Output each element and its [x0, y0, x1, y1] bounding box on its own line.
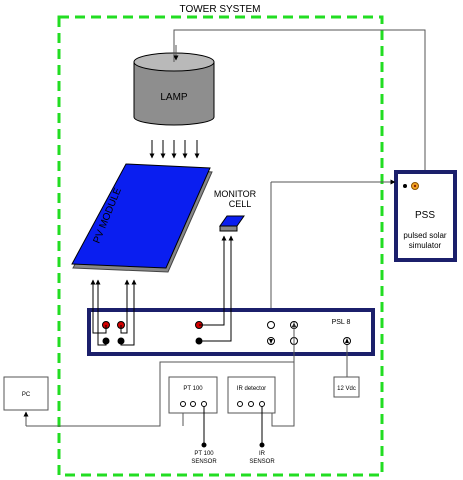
- pt100-sensor-icon: [201, 442, 207, 448]
- power-supply-label: 12 Vdc: [337, 386, 356, 392]
- pv-module: PV MODULE: [71, 163, 213, 273]
- pt100: PT 100 PT 100 SENSOR: [168, 376, 218, 465]
- cell-wire-minus: [199, 235, 234, 342]
- pt100-sensor-label-line1: PT 100: [194, 451, 214, 457]
- ir-sensor-label-line2: SENSOR: [249, 459, 275, 465]
- ir-detector: IR detector IR SENSOR: [227, 376, 276, 465]
- pv-wire: [95, 279, 107, 346]
- monitor-cell-label-line2: CELL: [229, 199, 252, 209]
- pss-box: [394, 170, 457, 262]
- tower-system-border: [57, 15, 384, 477]
- ir-to-psl-wire: [271, 345, 295, 427]
- ir-sensor-label-line1: IR: [259, 451, 266, 457]
- trigger-arrow-icon: [269, 339, 273, 344]
- ir-detector-connector: [248, 401, 254, 407]
- monitor-cell-label-line1: MONITOR: [214, 189, 257, 199]
- lamp-label: LAMP: [160, 92, 188, 103]
- pc-box: [3, 376, 49, 411]
- cell-wire-plus: [199, 235, 227, 326]
- pss-connector-orange-center: [413, 184, 417, 188]
- pss: PSS pulsed solar simulator: [394, 170, 457, 262]
- pt100-label: PT 100: [183, 386, 203, 392]
- pt100-box: [168, 376, 218, 414]
- monitor-cell-top: [219, 215, 245, 227]
- lamp: LAMP: [133, 52, 215, 126]
- pss-subtitle-line1: pulsed solar: [403, 231, 446, 240]
- ir-detector-connector: [237, 401, 243, 407]
- lamp-to-pss-wire: [173, 29, 426, 172]
- ir-sensor-icon: [259, 442, 265, 448]
- pt100-connector: [180, 401, 186, 407]
- lamp-body: [133, 61, 215, 126]
- pss-subtitle-line2: simulator: [409, 241, 442, 250]
- monitor-cell: MONITOR CELL: [214, 189, 257, 232]
- pt100-connector: [190, 401, 196, 407]
- pv-wiring: [90, 279, 137, 346]
- pss-out-connector: [267, 321, 275, 329]
- pt100-sensor-label-line2: SENSOR: [191, 459, 217, 465]
- light-arrows: [149, 140, 200, 159]
- pc: PC: [3, 376, 49, 411]
- pv-wire: [120, 279, 130, 334]
- pt100-connector: [201, 401, 207, 407]
- pc-label: PC: [22, 392, 31, 398]
- pss-connector-black: [403, 184, 407, 188]
- ir-detector-connector: [259, 401, 265, 407]
- pv-module-panel: [71, 163, 211, 269]
- pss-title: PSS: [415, 210, 435, 221]
- psl-8-label: PSL 8: [332, 319, 351, 326]
- monitor-cell-side: [219, 225, 238, 232]
- pv-wire: [120, 279, 137, 346]
- ir-detector-box: [227, 376, 276, 414]
- power-supply: 12 Vdc: [333, 345, 360, 398]
- power-arrow-icon: [345, 338, 349, 343]
- pv-wire: [90, 279, 107, 334]
- ir-detector-label: IR detector: [237, 386, 266, 392]
- tower-system-title: TOWER SYSTEM: [180, 4, 261, 15]
